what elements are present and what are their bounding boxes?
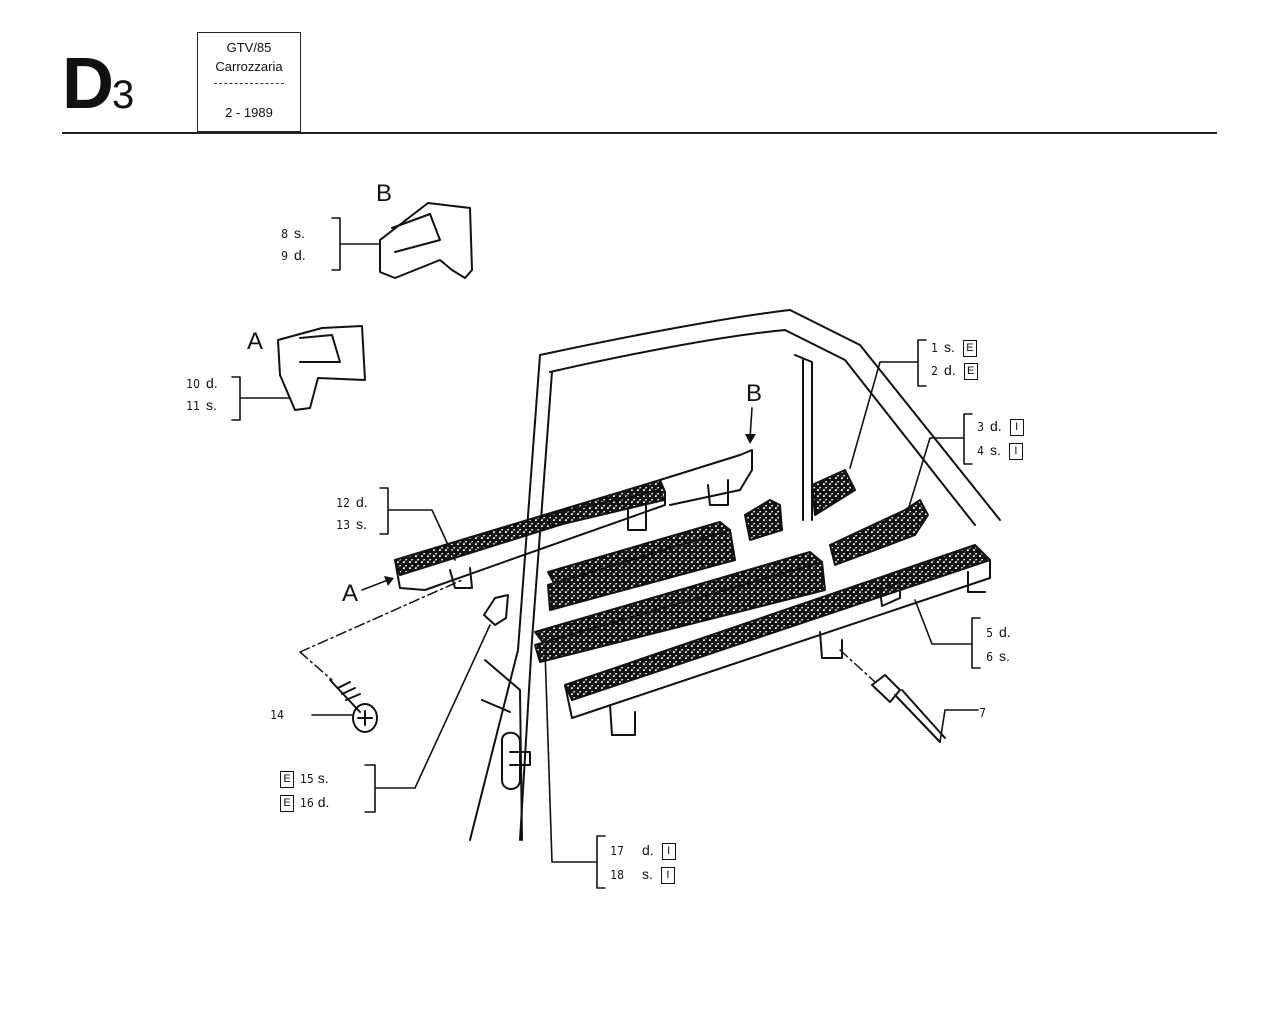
callout-letter-a-top: A [247,328,264,355]
callout-letter-b-top: B [376,180,393,207]
lower-rail [564,544,991,736]
title-divider [214,83,284,84]
end-cap-b [379,202,473,279]
corner-insert [744,499,783,541]
rivet-7 [871,674,946,743]
inner-seal-strip [547,521,736,611]
header-rule [62,132,1217,134]
tag-i: I [660,867,675,884]
end-cap-a [277,325,366,411]
part-label-14: 14 [270,708,284,722]
tag-e: E [963,363,978,380]
tag-e: E [280,771,294,788]
lower-seal-strip [534,551,826,663]
section-label: Carrozzaria [215,59,283,74]
upper-seal-3-4 [829,499,929,566]
screw-14 [329,679,378,733]
callout-letter-a-rail: A [342,580,359,607]
date-label: 2 - 1989 [225,105,273,120]
tag-i: I [661,843,676,860]
guide-lines [299,579,876,683]
page-code: D3 [62,44,134,124]
tag-i: I [1009,419,1024,436]
tag-e: E [962,340,977,357]
door-frame [469,309,1001,841]
upper-rail [394,449,753,591]
tag-e: E [280,795,294,812]
part-label-7: 7 [979,706,986,720]
door-latch [501,731,531,790]
arrowheads [384,434,756,586]
upper-seal-1-2 [811,469,856,516]
title-box: GTV/85 Carrozzaria 2 - 1989 [197,32,301,132]
callout-letter-b-rail: B [746,380,763,407]
model-label: GTV/85 [226,40,272,55]
clip-15-16 [483,594,509,626]
tag-i: I [1008,443,1023,460]
leader-lines [231,217,981,889]
